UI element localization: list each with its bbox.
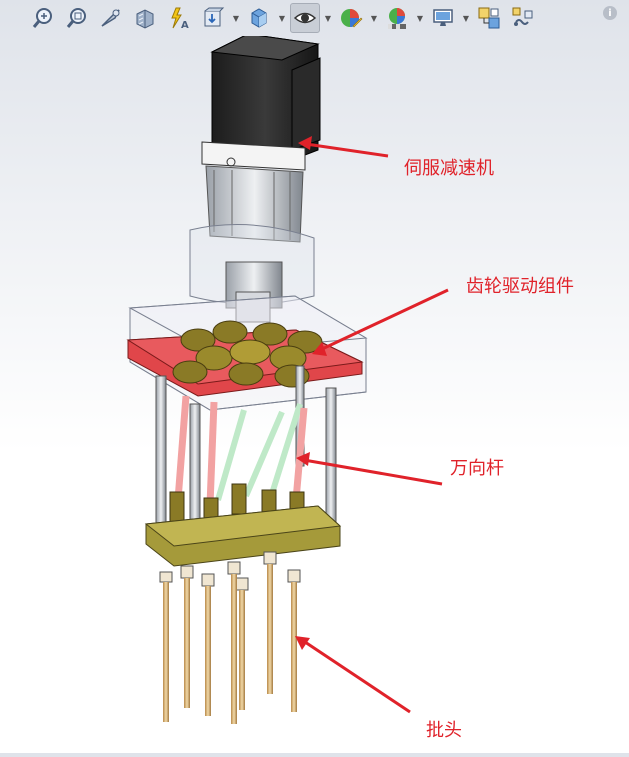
view-settings-button[interactable] xyxy=(428,3,458,33)
previous-view-button[interactable] xyxy=(96,3,126,33)
screwdriver-bit-label: 批头 xyxy=(426,720,462,741)
view-orientation-icon xyxy=(204,7,225,27)
view-settings-dropdown-icon[interactable]: ▼ xyxy=(462,13,470,23)
section-view-icon xyxy=(136,9,154,29)
linkage-button[interactable] xyxy=(508,3,538,33)
universal-joint-rods xyxy=(169,395,308,529)
hide-show-items-button[interactable] xyxy=(290,3,320,33)
view-toolbar: A ▼ ▼ ▼ ▼ xyxy=(0,0,629,36)
dynamic-annotation-button[interactable]: A xyxy=(164,3,194,33)
universal-joint-label: 万向杆 xyxy=(450,458,504,479)
servo-motor xyxy=(189,33,321,323)
zoom-to-fit-button[interactable] xyxy=(28,3,58,33)
bottom-plate xyxy=(144,505,342,567)
screwdriver-bits xyxy=(159,551,301,724)
zoom-to-area-icon xyxy=(66,8,86,28)
linkage-icon xyxy=(512,7,533,26)
model-viewport[interactable]: 伺服减速机 齿轮驱动组件 万向杆 批头 xyxy=(0,33,629,753)
view-settings-icon xyxy=(433,9,453,26)
edit-appearance-button[interactable] xyxy=(336,3,366,33)
apply-scene-dropdown-icon[interactable]: ▼ xyxy=(416,13,424,23)
edit-appearance-icon xyxy=(341,9,363,28)
view-orientation-dropdown-icon[interactable]: ▼ xyxy=(232,13,240,23)
gear-drive-assembly xyxy=(172,320,323,388)
previous-view-icon xyxy=(101,9,120,27)
apply-scene-icon xyxy=(388,8,406,29)
hide-show-dropdown-icon[interactable]: ▼ xyxy=(324,13,332,23)
hide-show-items-icon xyxy=(293,12,317,24)
section-view-button[interactable] xyxy=(130,3,160,33)
display-style-icon xyxy=(251,8,267,28)
assembly-model xyxy=(126,33,449,724)
apply-scene-button[interactable] xyxy=(382,3,412,33)
zoom-to-fit-icon xyxy=(32,8,52,28)
zoom-to-area-button[interactable] xyxy=(62,3,92,33)
dynamic-annotation-icon: A xyxy=(171,7,189,30)
svg-text:A: A xyxy=(181,20,189,30)
display-style-button[interactable] xyxy=(244,3,274,33)
edit-appearance-dropdown-icon[interactable]: ▼ xyxy=(370,13,378,23)
assembly-tree-button[interactable] xyxy=(474,3,504,33)
display-style-dropdown-icon[interactable]: ▼ xyxy=(278,13,286,23)
servo-reducer-label: 伺服减速机 xyxy=(404,158,494,179)
assembly-tree-icon xyxy=(478,7,500,29)
gear-drive-label: 齿轮驱动组件 xyxy=(466,276,574,297)
callout-arrows xyxy=(295,136,449,714)
info-icon[interactable]: i xyxy=(603,6,617,20)
view-orientation-button[interactable] xyxy=(198,3,228,33)
